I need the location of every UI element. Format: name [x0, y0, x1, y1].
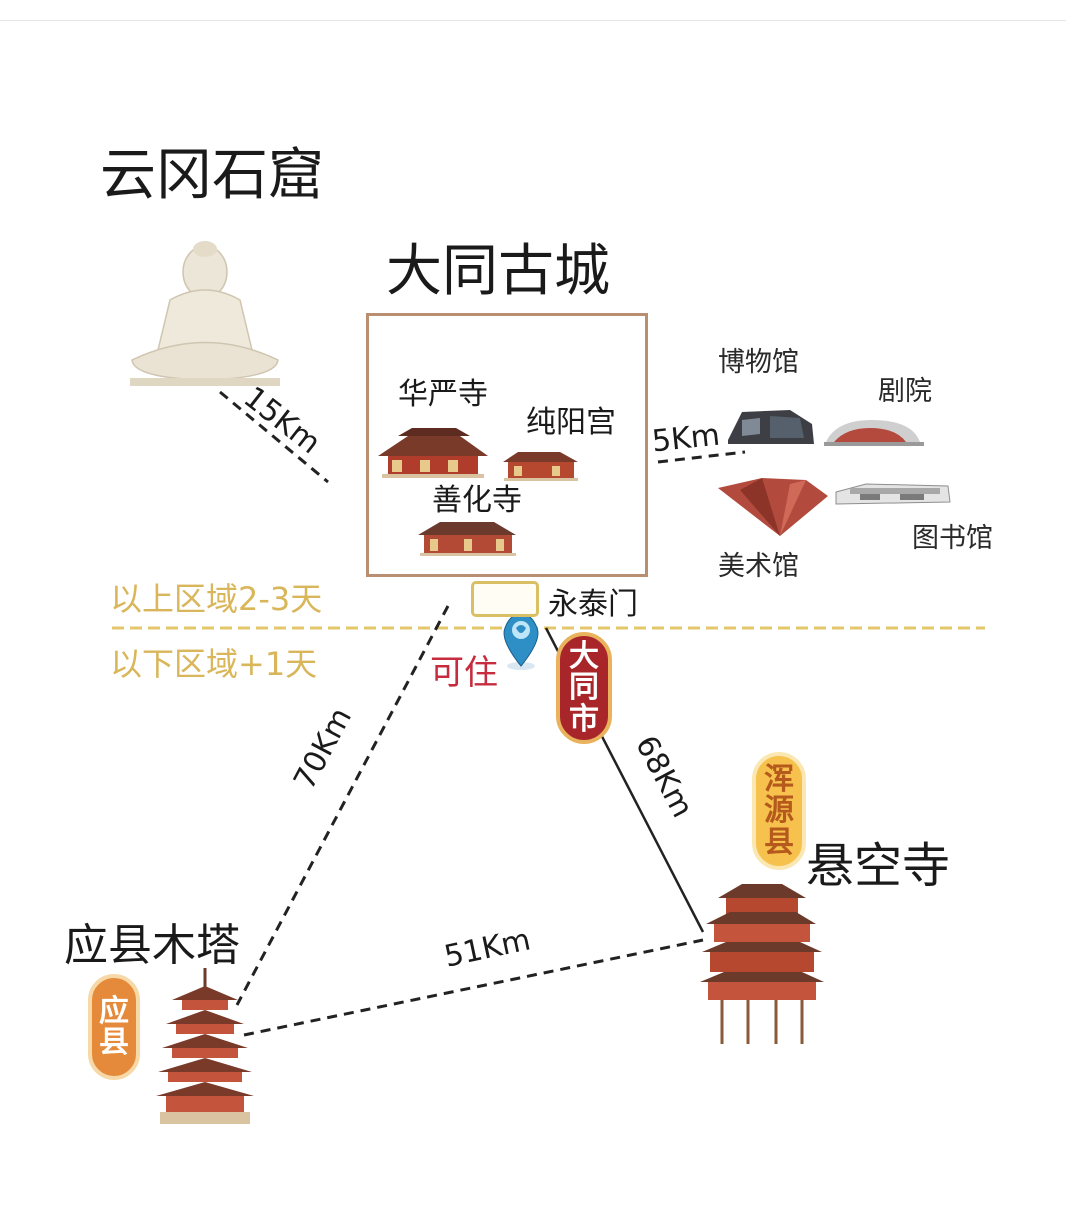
hunyuan-county-badge: 浑 源 县	[752, 752, 806, 870]
zone-above-label: 以上区域2-3天	[110, 580, 323, 618]
top-divider	[0, 20, 1066, 21]
huayan-label: 华严寺	[398, 377, 488, 412]
buddha-statue-icon	[130, 241, 280, 386]
art-museum-building-icon	[718, 478, 828, 536]
theater-building-icon	[824, 420, 924, 446]
art-museum-label: 美术馆	[718, 551, 799, 582]
library-label: 图书馆	[912, 523, 993, 554]
museum-label: 博物馆	[718, 347, 799, 378]
shanhua-label: 善化寺	[432, 483, 522, 518]
yongtai-gate-marker	[471, 581, 539, 617]
xuankong-title: 悬空寺	[806, 838, 951, 894]
location-pin-icon	[503, 613, 539, 670]
datong-city-char-1: 大	[569, 638, 599, 674]
chunyang-label: 纯阳宫	[526, 405, 616, 440]
temple-icon-chunyang	[503, 452, 578, 481]
datong-city-badge: 大 同 市	[556, 632, 612, 744]
temple-icon-huayan	[378, 428, 488, 478]
route-city-yingxian	[235, 605, 450, 1006]
zone-below-label: 以下区域+1天	[110, 645, 318, 683]
stay-label: 可住	[430, 653, 498, 693]
yungang-title: 云冈石窟	[100, 143, 324, 208]
yingxian-char-2: 县	[99, 1025, 129, 1060]
theater-label: 剧院	[878, 376, 932, 407]
hanging-temple-icon	[700, 884, 824, 1044]
yingxian-tower-title: 应县木塔	[64, 920, 240, 971]
old-city-boundary	[366, 313, 648, 577]
yingxian-county-badge: 应 县	[88, 974, 140, 1080]
temple-icon-shanhua	[418, 522, 516, 556]
hunyuan-char-2: 源	[764, 793, 794, 829]
old-city-title: 大同古城	[386, 239, 610, 304]
hunyuan-char-1: 浑	[764, 761, 794, 797]
yongtai-gate-label: 永泰门	[548, 587, 638, 622]
distance-city-culture: 5Km	[650, 417, 722, 460]
museum-building-icon	[728, 410, 814, 444]
yingxian-char-1: 应	[99, 993, 129, 1029]
hunyuan-char-3: 县	[764, 824, 794, 860]
route-city-culture	[657, 450, 746, 464]
pagoda-icon	[156, 968, 254, 1124]
route-yungang-city	[219, 390, 329, 484]
datong-city-char-3: 市	[569, 701, 599, 737]
library-building-icon	[835, 483, 951, 505]
datong-city-char-2: 同	[569, 670, 599, 706]
